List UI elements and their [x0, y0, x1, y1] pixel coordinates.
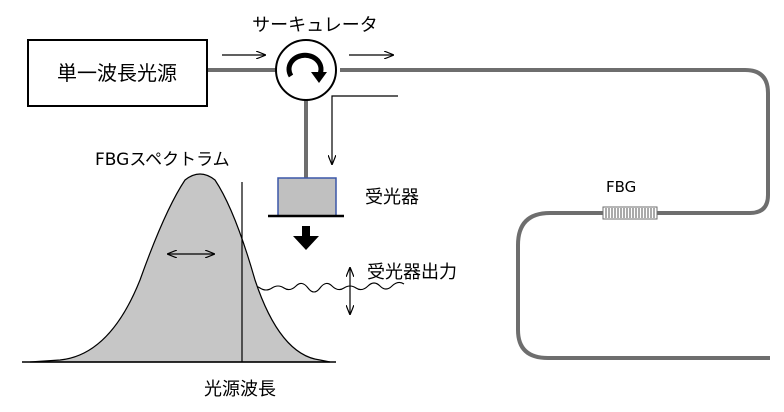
return-arrow [332, 95, 398, 164]
fbg-spectrum-label: FBGスペクトラム [95, 150, 230, 170]
fbg-spectrum-curve [29, 173, 331, 363]
detector-label: 受光器 [365, 187, 419, 208]
down-arrow-icon [293, 226, 319, 250]
fbg-label: FBG [606, 178, 636, 196]
source-wavelength-label: 光源波長 [204, 379, 276, 400]
light-source-label: 単一波長光源 [57, 61, 177, 85]
circular-arrow-icon [286, 52, 327, 83]
detector-output-signal [247, 281, 405, 293]
circulator [275, 39, 337, 101]
detector-output-label: 受光器出力 [367, 262, 457, 283]
optical-fiber [340, 68, 770, 360]
fbg-grating [602, 206, 658, 220]
detector [268, 177, 344, 218]
circulator-label: サーキュレータ [252, 15, 378, 36]
light-source-box [27, 39, 208, 107]
